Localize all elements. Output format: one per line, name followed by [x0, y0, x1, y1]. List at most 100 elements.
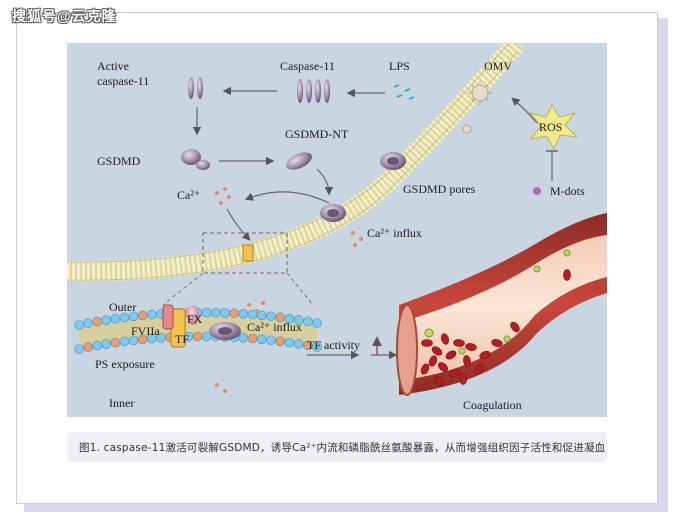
phospholipid-head — [312, 318, 322, 328]
label-lps: LPS — [389, 59, 410, 73]
phospholipid-head — [201, 307, 212, 318]
label-ca-influx-detail: Ca²⁺ influx — [247, 320, 302, 334]
phospholipid-head — [266, 335, 276, 346]
phospholipid-head — [137, 310, 148, 321]
red-blood-cell — [510, 321, 520, 333]
diagram-svg: Active caspase-11 Caspase-11 LPS OMV — [67, 43, 607, 417]
ca-ions — [215, 187, 363, 247]
red-blood-cell — [474, 363, 484, 375]
omv-icon — [462, 81, 492, 134]
phospholipid-head — [284, 313, 295, 324]
phospholipid-head — [293, 315, 304, 325]
label-fviia: FVIIa — [131, 324, 160, 338]
lps-icon — [393, 84, 415, 100]
gsdmd-pore-detail — [209, 322, 241, 340]
platelets — [424, 249, 571, 355]
phospholipid-head — [302, 340, 313, 351]
label-tf: TF — [175, 332, 189, 346]
label-gsdmd-nt: GSDMD-NT — [285, 127, 349, 141]
phospholipid-head — [211, 307, 221, 318]
arrow-ros-omv — [511, 97, 538, 124]
label-ps-exposure: PS exposure — [95, 357, 155, 371]
label-ca: Ca²⁺ — [177, 188, 200, 202]
phospholipid-head — [119, 336, 130, 347]
tf-fviia-complex — [162, 304, 199, 348]
zoom-box — [202, 232, 288, 274]
caption-bar: 图1. caspase-11激活可裂解GSDMD，诱导Ca²⁺内流和磷脂酰丝氨酸… — [67, 432, 607, 462]
phospholipid-head — [275, 312, 285, 323]
phospholipid-head — [275, 336, 285, 347]
label-ca-influx: Ca²⁺ influx — [367, 226, 422, 240]
red-blood-cell — [445, 350, 457, 360]
phospholipid-head — [101, 315, 112, 325]
label-fx: FX — [187, 312, 203, 326]
red-blood-cell — [428, 355, 438, 367]
phospholipid-head — [220, 308, 230, 318]
phospholipid-head — [284, 337, 295, 348]
label-caspase-11-active: caspase-11 — [97, 74, 149, 88]
red-blood-cell — [437, 362, 449, 372]
label-mdots: M-dots — [550, 184, 585, 198]
red-blood-cell — [465, 343, 477, 351]
red-blood-cell — [441, 333, 449, 345]
red-blood-cell — [434, 376, 444, 386]
phospholipid-head — [74, 344, 84, 354]
arrow-ca-influx — [244, 191, 330, 204]
phospholipid-head — [119, 312, 130, 323]
watermark: 搜狐号@云克隆 — [12, 8, 117, 24]
ca-ions-detail — [215, 301, 265, 393]
tf-small-icon — [242, 244, 254, 262]
phospholipid-head — [192, 331, 203, 342]
red-blood-cell — [459, 373, 467, 385]
phospholipid-head — [256, 334, 267, 345]
gsdmd-pore-2 — [380, 152, 406, 170]
label-tf-activity: TF activity — [307, 338, 360, 352]
arrow-nt-to-pore — [316, 168, 334, 196]
phospholipid-head — [92, 316, 102, 327]
red-blood-cell — [479, 350, 491, 360]
red-blood-cell — [463, 355, 471, 367]
ros-icon: ROS — [528, 103, 579, 151]
phospholipid-head — [147, 309, 157, 320]
phospholipid-head — [128, 311, 139, 322]
active-caspase-icon — [188, 77, 203, 99]
caspase-11-icon — [297, 79, 330, 103]
phospholipid-head — [293, 339, 304, 349]
phospholipid-head — [302, 316, 313, 327]
red-blood-cell — [563, 269, 571, 281]
figure-caption: 图1. caspase-11激活可裂解GSDMD，诱导Ca²⁺内流和磷脂酰丝氨酸… — [79, 441, 606, 454]
red-blood-cell — [431, 346, 443, 356]
cell-membrane — [67, 43, 525, 282]
phospholipid-head — [83, 342, 93, 353]
label-coagulation: Coagulation — [463, 398, 522, 412]
phospholipid-head — [83, 318, 93, 329]
label-active: Active — [97, 59, 129, 73]
mechanism-figure: Active caspase-11 Caspase-11 LPS OMV — [67, 43, 607, 417]
gsdmd-icon — [181, 149, 210, 170]
label-outer: Outer — [109, 300, 136, 314]
phospholipid-head — [266, 311, 276, 322]
phospholipid-head — [101, 339, 112, 349]
phospholipid-head — [92, 340, 102, 351]
arrow-ca-down — [226, 208, 251, 241]
label-omv: OMV — [484, 59, 512, 73]
phospholipid-head — [247, 333, 258, 344]
label-gsdmd-pores: GSDMD pores — [403, 182, 476, 196]
gsdmd-pore-1 — [320, 204, 346, 222]
red-blood-cell — [453, 339, 465, 347]
red-blood-cell — [491, 339, 503, 347]
label-caspase-11: Caspase-11 — [280, 59, 335, 73]
gsdmd-nt-icon — [285, 152, 313, 170]
label-ros: ROS — [539, 120, 562, 134]
red-blood-cell — [421, 339, 433, 347]
mdots-icon — [533, 187, 541, 195]
phospholipid-head — [74, 320, 84, 330]
phospholipid-head — [110, 313, 121, 324]
phospholipid-head — [238, 309, 249, 319]
phospholipid-head — [238, 333, 249, 343]
label-gsdmd: GSDMD — [97, 154, 141, 168]
red-blood-cells — [420, 269, 571, 386]
red-blood-cell — [449, 368, 461, 378]
label-inner: Inner — [109, 396, 134, 410]
red-blood-cell — [420, 363, 430, 375]
